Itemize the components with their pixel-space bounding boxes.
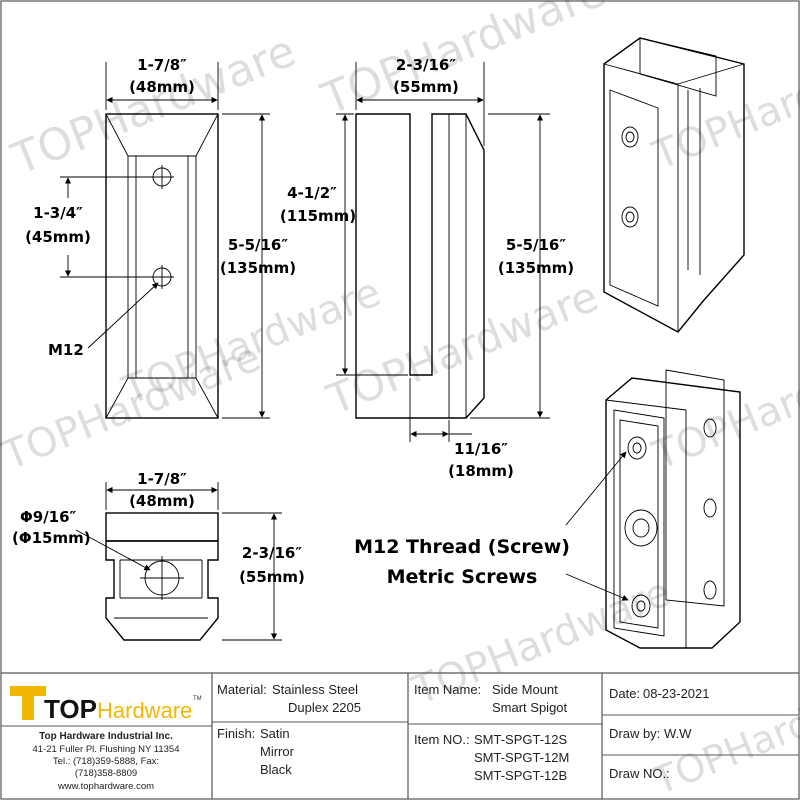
slot-depth-mm: (115mm) [280, 207, 356, 225]
logo-top: TOP [44, 694, 97, 724]
isometric-view-lower [605, 369, 741, 649]
material-value-1: Stainless Steel [272, 682, 358, 697]
side-depth-in: 2-3/16″ [396, 56, 456, 74]
draw-by-value: W.W [664, 726, 692, 741]
side-height-mm: (135mm) [498, 259, 574, 277]
finish-label: Finish: [217, 726, 255, 741]
bottom-depth-mm: (55mm) [239, 568, 305, 586]
title-block: TOP Hardware TM Top Hardware Industrial … [1, 672, 799, 799]
hole-diameter-mm: (Φ15mm) [12, 529, 91, 547]
thread-callout: M12 Thread (Screw) Metric Screws [354, 451, 629, 601]
company-logo: TOP Hardware TM [10, 686, 202, 724]
date-label: Date: [609, 686, 640, 701]
date-value: 08-23-2021 [643, 686, 710, 701]
finish-mirror: Mirror [260, 744, 295, 759]
front-height-in: 5-5/16″ [228, 236, 288, 254]
callout-line-2: Metric Screws [387, 566, 538, 588]
item-name-label: Item Name: [414, 682, 481, 697]
front-width-mm: (48mm) [129, 78, 195, 96]
item-no-2: SMT-SPGT-12M [474, 750, 569, 765]
front-view: 1-7/8″ (48mm) 5-5/16″ (135mm) 1-3/4″ (45… [25, 56, 296, 419]
slot-depth-in: 4-1/2″ [287, 184, 337, 202]
hole-spacing-mm: (45mm) [25, 228, 91, 246]
isometric-view-upper [603, 37, 745, 333]
company-fax: (718)358-8809 [75, 768, 137, 779]
item-name-1: Side Mount [492, 682, 558, 697]
hole-spacing-in: 1-3/4″ [33, 204, 83, 222]
thread-label: M12 [48, 341, 84, 359]
side-view: 2-3/16″ (55mm) 4-1/2″ (115mm) 5-5/16″ (1… [280, 56, 574, 480]
callout-line-1: M12 Thread (Screw) [354, 536, 570, 558]
draw-by-label: Draw by: [609, 726, 660, 741]
finish-satin: Satin [260, 726, 290, 741]
item-no-label: Item NO.: [414, 732, 470, 747]
side-height-in: 5-5/16″ [506, 236, 566, 254]
company-name: Top Hardware Industrial Inc. [39, 731, 173, 742]
hole-diameter-in: Φ9/16″ [20, 508, 77, 526]
logo-tm: TM [193, 696, 202, 702]
logo-hardware: Hardware [97, 698, 192, 723]
company-address: 41-21 Fuller Pl. Flushing NY 11354 [33, 744, 180, 755]
material-label: Material: [217, 682, 267, 697]
slot-width-in: 11/16″ [454, 440, 508, 458]
slot-width-mm: (18mm) [448, 462, 514, 480]
company-phone: Tel.: (718)359-5888, Fax: [53, 756, 159, 767]
draw-no-label: Draw NO.: [609, 766, 670, 781]
item-no-1: SMT-SPGT-12S [474, 732, 568, 747]
bottom-width-in: 1-7/8″ [137, 470, 187, 488]
bottom-view: 1-7/8″ (48mm) Φ9/16″ (Φ15mm) 2-3/16″ (55… [12, 470, 305, 641]
front-width-in: 1-7/8″ [137, 56, 187, 74]
side-depth-mm: (55mm) [393, 78, 459, 96]
front-height-mm: (135mm) [220, 259, 296, 277]
item-no-3: SMT-SPGT-12B [474, 768, 567, 783]
finish-black: Black [260, 762, 292, 777]
bottom-width-mm: (48mm) [129, 492, 195, 510]
bottom-depth-in: 2-3/16″ [242, 544, 302, 562]
material-value-2: Duplex 2205 [288, 700, 361, 715]
company-website: www.tophardware.com [57, 781, 154, 792]
item-name-2: Smart Spigot [492, 700, 568, 715]
